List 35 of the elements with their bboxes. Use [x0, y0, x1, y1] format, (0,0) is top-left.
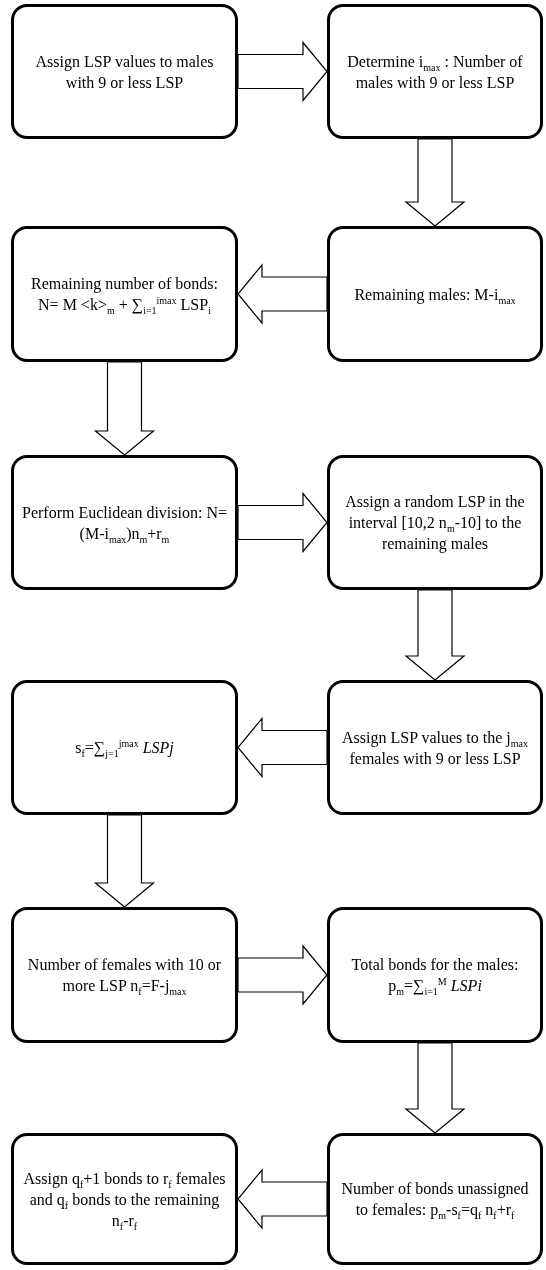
process-box	[11, 455, 238, 590]
process-box	[327, 1133, 543, 1265]
step-text: Total bonds for the males: p$_{m}$=∑$_{i=1}$$^{M}$ LSPi	[350, 955, 520, 996]
process-box	[11, 680, 238, 815]
block-arrow	[404, 138, 466, 227]
process-box	[11, 1133, 238, 1265]
block-arrow	[404, 1042, 466, 1134]
process-box	[327, 455, 543, 590]
process-box	[327, 226, 543, 362]
step-text: Assign LSP values to the j$_{max}$ females with 9 or less LSP	[341, 727, 529, 769]
step-text: Remaining males: M-i$_{max}$	[354, 284, 516, 305]
process-box	[327, 680, 543, 815]
step-text: Assign a random LSP in the interval [10,2 n$_{m}$-10] to the remaining males	[344, 492, 526, 554]
step-text: Assign LSP values to males with 9 or less LSP	[34, 51, 215, 93]
process-box	[11, 226, 238, 362]
step-text: Number of bonds unassigned to females: p$_{m}$-s$_{f}$=q$_{f}$ n$_{f}$+r$_{f}$	[340, 1179, 530, 1220]
step-text: Number of females with 10 or more LSP n$_{f}$=F-j$_{max}$	[26, 955, 223, 996]
process-box	[327, 907, 543, 1043]
process-box	[327, 4, 543, 139]
step-text: Remaining number of bonds: N= M <k>$_{m}$ + ∑$_{i=1}$$^{imax}$ LSP$_{i}$	[29, 274, 220, 315]
step-text: s$_{f}$=∑$_{j=1}$$^{jmax}$ LSPj	[75, 737, 174, 758]
block-arrow	[93, 361, 156, 456]
block-arrow	[237, 40, 328, 103]
block-arrow	[237, 1168, 328, 1230]
block-arrow	[237, 491, 328, 554]
process-box	[11, 907, 238, 1043]
block-arrow	[237, 716, 328, 779]
block-arrow	[93, 814, 156, 908]
block-arrow	[237, 263, 328, 325]
step-text: Assign q$_{f}$+1 bonds to r$_{f}$ females and q$_{f}$ bonds to the remaining n$_{f}$-r$_{f}$	[22, 1168, 227, 1231]
block-arrow	[237, 944, 328, 1006]
step-text: Perform Euclidean division: N=(M-i$_{max}$)n$_{m}$+r$_{m}$	[21, 502, 228, 544]
step-text: Determine i$_{max}$ : Number of males with 9 or less LSP	[346, 51, 524, 93]
block-arrow	[404, 589, 466, 681]
process-box	[11, 4, 238, 139]
